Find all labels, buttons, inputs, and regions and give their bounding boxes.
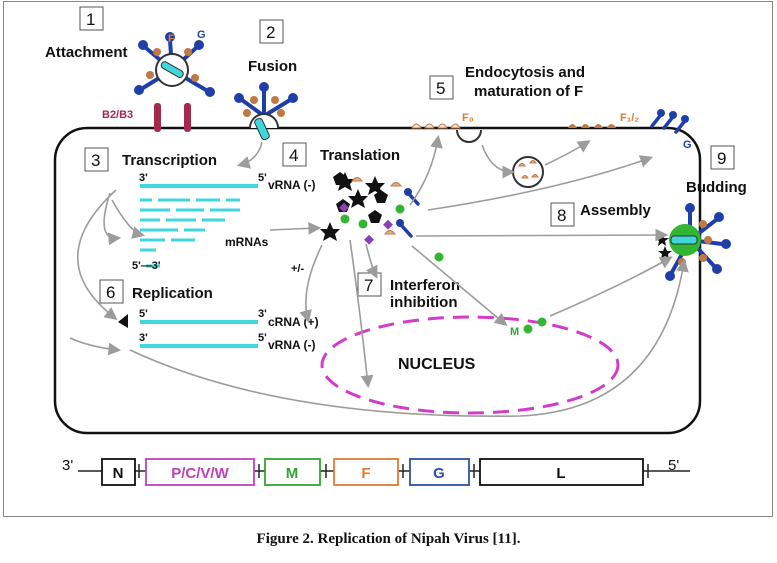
- transcription-label: Transcription: [122, 152, 217, 169]
- svg-text:7: 7: [364, 276, 373, 295]
- nipah-replication-diagram: NUCLEUS 1 2 3 4 5 6 7 8 9 Attachment Fus…: [45, 6, 747, 486]
- gene-pcvw: P/C/V/W: [145, 458, 255, 486]
- endocytosis-label-line1: Endocytosis and: [465, 64, 585, 81]
- assembly-label: Assembly: [580, 202, 652, 219]
- vrna-top-label: vRNA (-): [268, 178, 316, 192]
- svg-text:1: 1: [86, 10, 95, 29]
- step-1-box: 1: [79, 6, 104, 31]
- mrna-ends-label: 5'—3': [132, 260, 161, 272]
- receptor-right: [184, 103, 191, 132]
- vrna-bottom-label: vRNA (-): [268, 338, 316, 352]
- m-protein-dot-b: [537, 317, 547, 327]
- nucleus-label: NUCLEUS: [398, 356, 476, 373]
- replication-label: Replication: [132, 285, 213, 302]
- m-protein-dot-a: [523, 324, 533, 334]
- svg-text:P/C/V/W: P/C/V/W: [171, 465, 229, 482]
- svg-text:M: M: [286, 465, 299, 482]
- step-5-box: 5: [429, 75, 454, 100]
- budding-label: Budding: [686, 179, 747, 196]
- f0-proteins: [411, 123, 461, 129]
- endocytic-pit: [456, 129, 482, 143]
- svg-text:6: 6: [106, 283, 115, 302]
- endocytosis-label-line2: maturation of F: [474, 83, 583, 100]
- svg-text:3: 3: [91, 151, 100, 170]
- step-7-box: 7: [357, 272, 382, 297]
- attachment-label: Attachment: [45, 44, 128, 61]
- nucleus: [320, 315, 620, 415]
- plusminus-label: +/-: [291, 263, 304, 275]
- replication-primer-icon: [118, 314, 128, 328]
- figure-caption: Figure 2. Replication of Nipah Virus [11…: [256, 531, 521, 547]
- gene-f: F: [333, 458, 399, 486]
- svg-text:9: 9: [717, 149, 726, 168]
- f0-label: F₀: [462, 112, 474, 124]
- genome-map: 3' N P/C/V/W M F G L 5: [62, 457, 690, 486]
- mrna-fragments: [140, 198, 240, 268]
- g-proteins-membrane: [650, 114, 686, 134]
- f12-label: F₁/₂: [620, 112, 639, 124]
- gene-n: N: [101, 458, 136, 486]
- translation-products: [320, 172, 444, 262]
- m-protein-label: M: [510, 326, 519, 338]
- svg-text:2: 2: [266, 23, 275, 42]
- vrna-bottom-3prime: 3': [139, 332, 148, 344]
- svg-text:5: 5: [436, 79, 445, 98]
- pathway-arrows: [69, 134, 689, 418]
- step-2-box: 2: [259, 19, 284, 44]
- receptor-label: B2/B3: [102, 109, 133, 121]
- protein-g-label: G: [197, 29, 206, 41]
- svg-text:4: 4: [289, 146, 298, 165]
- translation-label: Translation: [320, 147, 400, 164]
- receptor-left: [154, 103, 161, 132]
- endosome: [512, 156, 544, 188]
- g-membrane-label: G: [683, 139, 692, 151]
- vrna-bottom-5prime: 5': [258, 332, 267, 344]
- gene-m: M: [264, 458, 321, 486]
- gene-l: L: [479, 458, 644, 486]
- svg-text:G: G: [433, 465, 445, 482]
- figure-frame: [3, 1, 773, 517]
- step-3-box: 3: [84, 147, 109, 172]
- svg-text:L: L: [556, 465, 565, 482]
- fusing-virion: [234, 82, 298, 141]
- protein-f-label: F: [168, 33, 175, 45]
- step-9-box: 9: [710, 145, 735, 170]
- fusion-label: Fusion: [248, 58, 297, 75]
- crna-label: cRNA (+): [268, 315, 319, 329]
- genome-3prime: 3': [62, 457, 73, 474]
- interferon-label-line2: inhibition: [390, 294, 457, 311]
- mrnas-label: mRNAs: [225, 235, 269, 249]
- step-6-box: 6: [99, 279, 124, 304]
- vrna-top-3prime: 3': [139, 172, 148, 184]
- f12-proteins: [568, 124, 616, 128]
- svg-text:8: 8: [557, 206, 566, 225]
- interferon-label-line1: Interferon: [390, 277, 460, 294]
- attaching-virion: F G: [134, 29, 215, 97]
- cell-membrane: [53, 126, 702, 435]
- genome-5prime: 5': [668, 457, 679, 474]
- gene-g: G: [409, 458, 470, 486]
- budding-virion: [655, 203, 731, 281]
- vrna-top-5prime: 5': [258, 172, 267, 184]
- svg-text:N: N: [113, 465, 124, 482]
- crna-5prime: 5': [139, 308, 148, 320]
- crna-3prime: 3': [258, 308, 267, 320]
- step-4-box: 4: [282, 142, 307, 167]
- step-8-box: 8: [550, 202, 575, 227]
- endosome-f-proteins: [518, 160, 539, 179]
- svg-text:F: F: [361, 465, 370, 482]
